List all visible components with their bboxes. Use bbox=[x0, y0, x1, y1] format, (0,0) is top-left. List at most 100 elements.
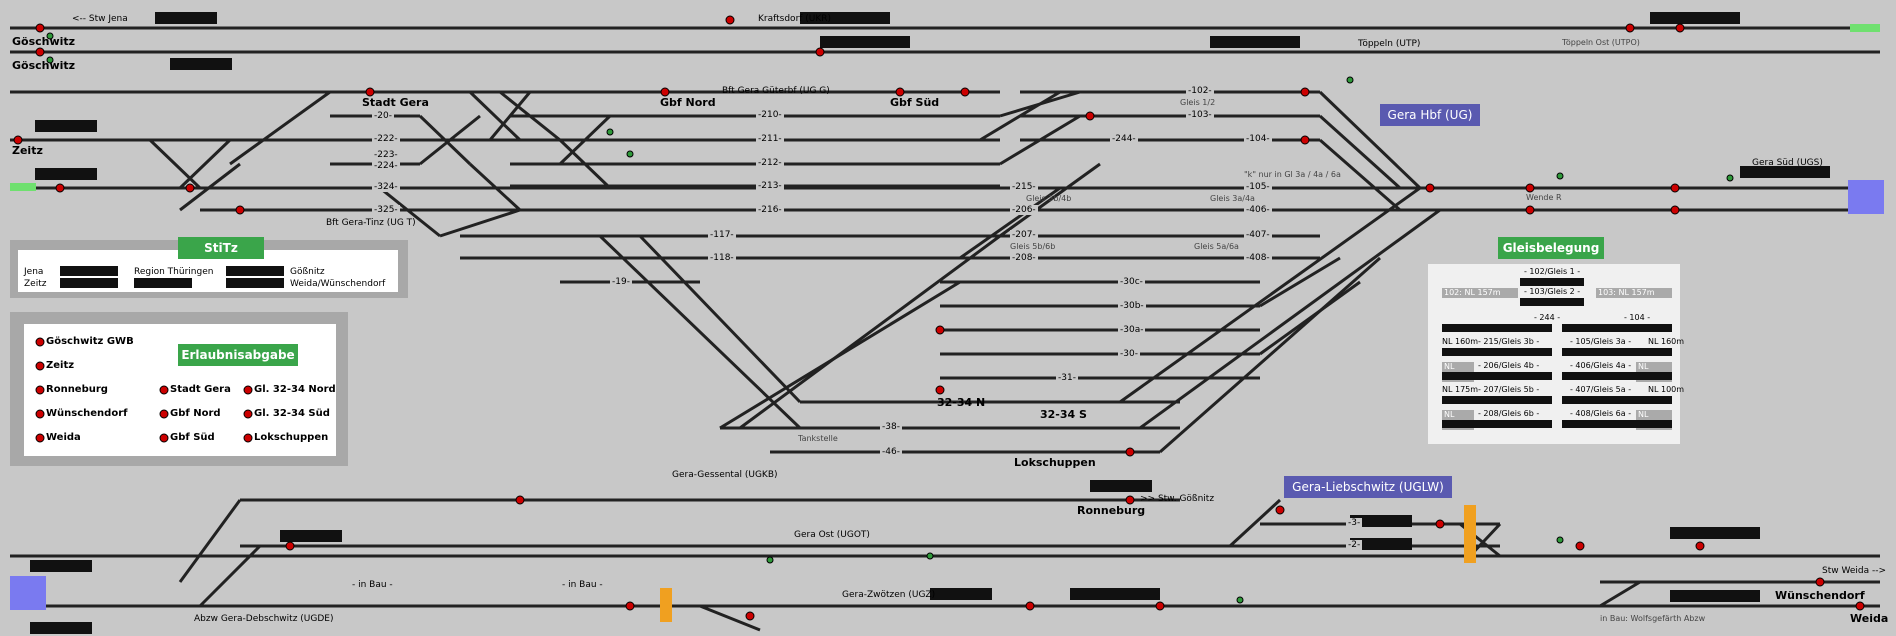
station-gbf-sued: Gbf Süd bbox=[890, 96, 940, 109]
erlaubnis-header: Erlaubnisabgabe bbox=[178, 344, 298, 366]
erlaubnis-item[interactable]: Wünschendorf bbox=[46, 408, 128, 419]
erlaubnis-item[interactable]: Stadt Gera bbox=[170, 384, 231, 395]
gb-nl: NL 160m bbox=[1648, 337, 1685, 346]
gb-row-center: - 102/Gleis 1 - bbox=[1524, 267, 1581, 276]
station-gbf-nord: Gbf Nord bbox=[660, 96, 716, 109]
station-bft-gueterbf: Bft Gera Güterbf (UG G) bbox=[722, 86, 830, 96]
track-103[interactable]: -103- bbox=[1186, 110, 1214, 120]
station-toeppeln-ost: Töppeln Ost (UTPO) bbox=[1562, 38, 1640, 47]
track-213[interactable]: -213- bbox=[756, 181, 784, 191]
gb-row-right: 103: NL 157m bbox=[1596, 288, 1672, 298]
station-bft-tinz: Bft Gera-Tinz (UG T) bbox=[326, 218, 416, 228]
track-30b[interactable]: -30b- bbox=[1118, 301, 1146, 311]
track-207[interactable]: -207- bbox=[1010, 230, 1038, 240]
track-19[interactable]: -19- bbox=[610, 277, 632, 287]
station-ronneburg: Ronneburg bbox=[1077, 504, 1146, 517]
track-30c[interactable]: -30c- bbox=[1118, 277, 1145, 287]
track-206[interactable]: -206- bbox=[1010, 205, 1038, 215]
tankstelle-label: Tankstelle bbox=[798, 434, 838, 443]
stitz-header: StiTz bbox=[178, 237, 264, 259]
station-goeschwitz-2: Göschwitz bbox=[12, 59, 76, 72]
track-38[interactable]: -38- bbox=[880, 422, 902, 432]
wende-label: Wende R bbox=[1526, 193, 1562, 202]
station-stadt-gera: Stadt Gera bbox=[362, 96, 429, 109]
erlaubnis-item[interactable]: Gbf Nord bbox=[170, 408, 221, 419]
station-stw-goessnitz: >> Stw. Gößnitz bbox=[1140, 494, 1215, 504]
station-wolfsgefaerth: in Bau: Wolfsgefärth Abzw bbox=[1600, 614, 1706, 623]
station-lokschuppen: Lokschuppen bbox=[1014, 456, 1096, 469]
station-zeitz: Zeitz bbox=[12, 144, 43, 157]
track-244[interactable]: -244- bbox=[1110, 134, 1138, 144]
gb-row-right: - 105/Gleis 3a - bbox=[1570, 337, 1632, 346]
track-212[interactable]: -212- bbox=[756, 158, 784, 168]
erlaubnis-item[interactable]: Göschwitz GWB bbox=[46, 336, 134, 347]
gb-row-right: - 407/Gleis 5a - bbox=[1570, 385, 1632, 394]
station-wuenschendorf: Wünschendorf bbox=[1775, 589, 1865, 602]
erlaubnis-signals bbox=[35, 337, 253, 443]
track-20[interactable]: -20- bbox=[372, 111, 394, 121]
station-32-34-n: 32-34 N bbox=[937, 396, 986, 409]
track-224[interactable]: -224- bbox=[372, 161, 400, 171]
track-210[interactable]: -210- bbox=[756, 110, 784, 120]
erlaubnis-item[interactable]: Gbf Süd bbox=[170, 432, 215, 443]
track-406[interactable]: -406- bbox=[1244, 205, 1272, 215]
gleis-label: Gleis 5a/6a bbox=[1194, 242, 1239, 251]
station-debschwitz: Abzw Gera-Debschwitz (UGDE) bbox=[194, 614, 334, 624]
gb-row-right: - 408/Gleis 6a - bbox=[1570, 409, 1632, 418]
gleis-label: Gleis 5b/6b bbox=[1010, 242, 1056, 251]
stitz-display bbox=[134, 278, 192, 288]
station-gessental: Gera-Gessental (UGKB) bbox=[672, 470, 778, 480]
in-bau-label: - in Bau - bbox=[350, 580, 395, 590]
gb-row-center: - 207/Gleis 5b - bbox=[1478, 385, 1540, 394]
station-weida: Weida bbox=[1850, 612, 1889, 625]
stitz-display bbox=[226, 266, 284, 276]
track-118[interactable]: -118- bbox=[708, 253, 736, 263]
gb-row-center: - 206/Gleis 4b - bbox=[1478, 361, 1540, 370]
track-3[interactable]: -3- bbox=[1346, 518, 1363, 528]
edge-green bbox=[10, 183, 36, 191]
track-211[interactable]: -211- bbox=[756, 134, 784, 144]
track-208[interactable]: -208- bbox=[1010, 253, 1038, 263]
track-30[interactable]: -30- bbox=[1118, 349, 1140, 359]
stitz-display bbox=[226, 278, 284, 288]
track-408[interactable]: -408- bbox=[1244, 253, 1272, 263]
track-117[interactable]: -117- bbox=[708, 230, 736, 240]
track-223[interactable]: -223- bbox=[372, 150, 400, 160]
track-104[interactable]: -104- bbox=[1244, 134, 1272, 144]
gb-row-right: - 406/Gleis 4a - bbox=[1570, 361, 1632, 370]
station-gera-ost: Gera Ost (UGOT) bbox=[794, 530, 870, 540]
erlaubnis-item[interactable]: Lokschuppen bbox=[254, 432, 329, 443]
track-325[interactable]: -325- bbox=[372, 205, 400, 215]
station-stw-weida: Stw Weida --> bbox=[1822, 566, 1886, 576]
gb-row-center: - 103/Gleis 2 - bbox=[1524, 287, 1581, 296]
station-toeppeln: Töppeln (UTP) bbox=[1358, 39, 1421, 49]
erlaubnis-item[interactable]: Zeitz bbox=[46, 360, 75, 371]
station-zwoetzen: Gera-Zwötzen (UGZ) bbox=[842, 590, 936, 600]
gleisbelegung-bars bbox=[1442, 278, 1672, 428]
track-31[interactable]: -31- bbox=[1056, 373, 1078, 383]
station-32-34-s: 32-34 S bbox=[1040, 408, 1087, 421]
track-222[interactable]: -222- bbox=[372, 134, 400, 144]
erlaubnis-item[interactable]: Ronneburg bbox=[46, 384, 108, 395]
track-102[interactable]: -102- bbox=[1186, 86, 1214, 96]
station-gera-sued: Gera Süd (UGS) bbox=[1752, 158, 1823, 168]
erlaubnis-item[interactable]: Weida bbox=[46, 432, 81, 443]
track-105[interactable]: -105- bbox=[1244, 182, 1272, 192]
track-407[interactable]: -407- bbox=[1244, 230, 1272, 240]
in-bau-label: - in Bau - bbox=[560, 580, 605, 590]
track-46[interactable]: -46- bbox=[880, 447, 902, 457]
stitz-display bbox=[60, 266, 118, 276]
stitz-goessnitz: Gößnitz bbox=[290, 267, 325, 277]
track-216[interactable]: -216- bbox=[756, 205, 784, 215]
track-2[interactable]: -2- bbox=[1346, 540, 1363, 550]
track-215[interactable]: -215- bbox=[1010, 182, 1038, 192]
gb-row-left: 102: NL 157m bbox=[1442, 288, 1518, 298]
track-324[interactable]: -324- bbox=[372, 182, 400, 192]
station-stw-jena: <-- Stw Jena bbox=[72, 14, 128, 24]
track-30a[interactable]: -30a- bbox=[1118, 325, 1146, 335]
gb-row-center: - 215/Gleis 3b - bbox=[1478, 337, 1540, 346]
erlaubnis-item[interactable]: Gl. 32-34 Süd bbox=[254, 408, 330, 419]
stitz-weida: Weida/Wünschendorf bbox=[290, 279, 386, 289]
erlaubnis-item[interactable]: Gl. 32-34 Nord bbox=[254, 384, 336, 395]
